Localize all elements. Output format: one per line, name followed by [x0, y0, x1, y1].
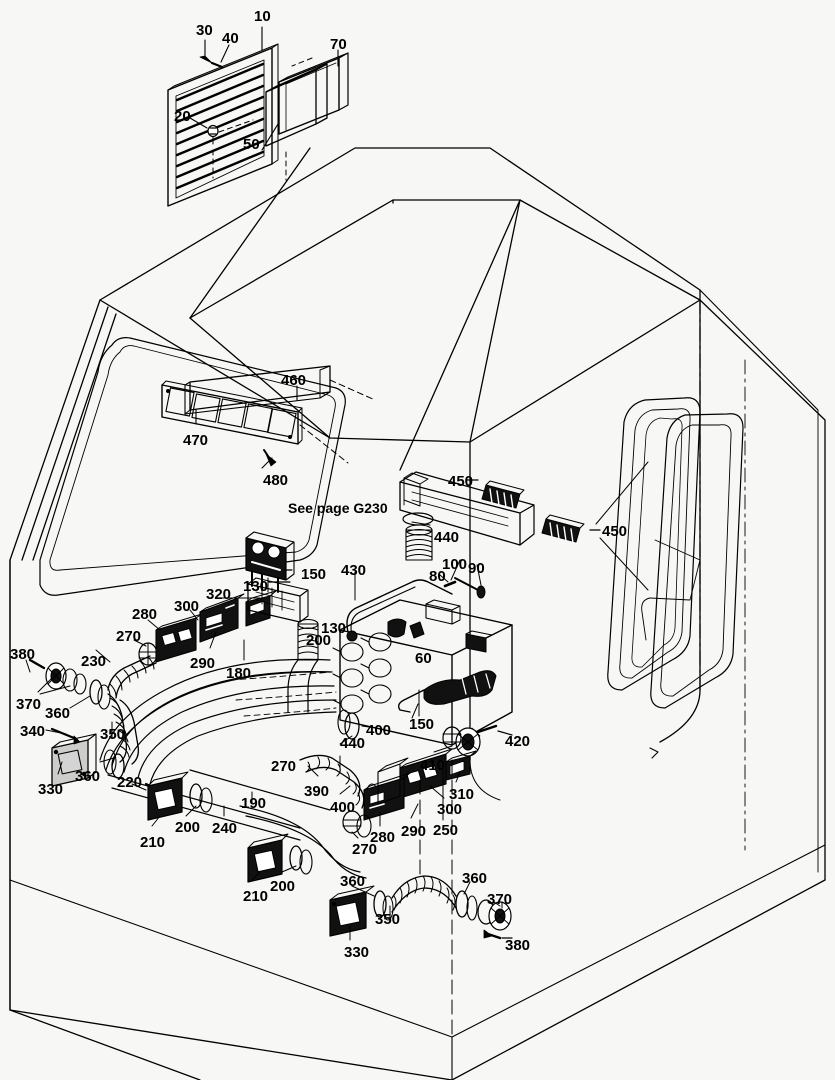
- heater-unit-60-group: [339, 559, 513, 746]
- heater-outlets-group: [332, 618, 425, 714]
- callout-270: 270: [271, 758, 297, 775]
- callout-470: 470: [183, 432, 209, 449]
- callout-360: 360: [45, 705, 71, 722]
- bottom-left-outlets-group: [131, 771, 313, 883]
- callout-150: 150: [301, 566, 327, 583]
- callout-270: 270: [352, 841, 378, 858]
- callout-410: 410: [420, 757, 446, 774]
- callout-400: 400: [366, 722, 392, 739]
- callout-380: 380: [10, 646, 36, 663]
- see-page-note: See page G230: [288, 500, 388, 516]
- callout-60: 60: [415, 650, 432, 667]
- callout-450: 450: [448, 473, 474, 490]
- callout-480: 480: [263, 472, 289, 489]
- callout-100: 100: [442, 556, 468, 573]
- callout-360: 360: [340, 873, 366, 890]
- left-panel-group: [133, 590, 277, 666]
- callout-40: 40: [222, 30, 239, 47]
- top-detail-group: [167, 26, 349, 207]
- vent-460-470-group: [161, 365, 376, 469]
- callout-300: 300: [174, 598, 200, 615]
- callout-330: 330: [38, 781, 64, 798]
- callout-420: 420: [505, 733, 531, 750]
- callout-250: 250: [433, 822, 459, 839]
- callout-220: 220: [117, 774, 143, 791]
- callout-370: 370: [16, 696, 42, 713]
- callout-290: 290: [401, 823, 427, 840]
- callout-210: 210: [140, 834, 166, 851]
- console-450-group: [399, 461, 649, 591]
- callout-270: 270: [116, 628, 142, 645]
- callout-360: 360: [75, 768, 101, 785]
- callout-210: 210: [243, 888, 269, 905]
- callout-180: 180: [226, 665, 252, 682]
- callout-450: 450: [602, 523, 628, 540]
- callout-200: 200: [270, 878, 296, 895]
- callout-350: 350: [100, 726, 126, 743]
- callout-400: 400: [330, 799, 356, 816]
- callout-200: 200: [306, 632, 332, 649]
- callout-350: 350: [375, 911, 401, 928]
- callout-440: 440: [340, 735, 366, 752]
- callout-70: 70: [330, 36, 347, 53]
- callout-190: 190: [241, 795, 267, 812]
- callout-280: 280: [132, 606, 158, 623]
- callout-330: 330: [344, 944, 370, 961]
- callout-390: 390: [304, 783, 330, 800]
- callout-430: 430: [341, 562, 367, 579]
- callout-20: 20: [174, 108, 191, 125]
- callout-300: 300: [437, 801, 463, 818]
- callout-240: 240: [212, 820, 238, 837]
- callout-10: 10: [254, 8, 271, 25]
- callout-200: 200: [175, 819, 201, 836]
- callout-340: 340: [20, 723, 46, 740]
- callout-30: 30: [196, 22, 213, 39]
- callout-380: 380: [505, 937, 531, 954]
- bottom-hose-group: [329, 759, 513, 1041]
- callout-50: 50: [243, 136, 260, 153]
- callout-290: 290: [190, 655, 216, 672]
- callout-460: 460: [281, 372, 307, 389]
- callout-320: 320: [206, 586, 232, 603]
- hose-bundle-group: [99, 658, 367, 879]
- callout-80: 80: [429, 568, 446, 585]
- callout-280: 280: [370, 829, 396, 846]
- callout-370: 370: [487, 891, 513, 908]
- callout-440: 440: [434, 529, 460, 546]
- callout-150: 150: [409, 716, 435, 733]
- left-fittings-group: [25, 649, 157, 787]
- callout-130: 130: [321, 620, 347, 637]
- callout-230: 230: [81, 653, 107, 670]
- callout-130: 130: [243, 578, 269, 595]
- callout-360: 360: [462, 870, 488, 887]
- callout-310: 310: [449, 786, 475, 803]
- cab-body-group: [9, 147, 826, 1080]
- callout-90: 90: [468, 560, 485, 577]
